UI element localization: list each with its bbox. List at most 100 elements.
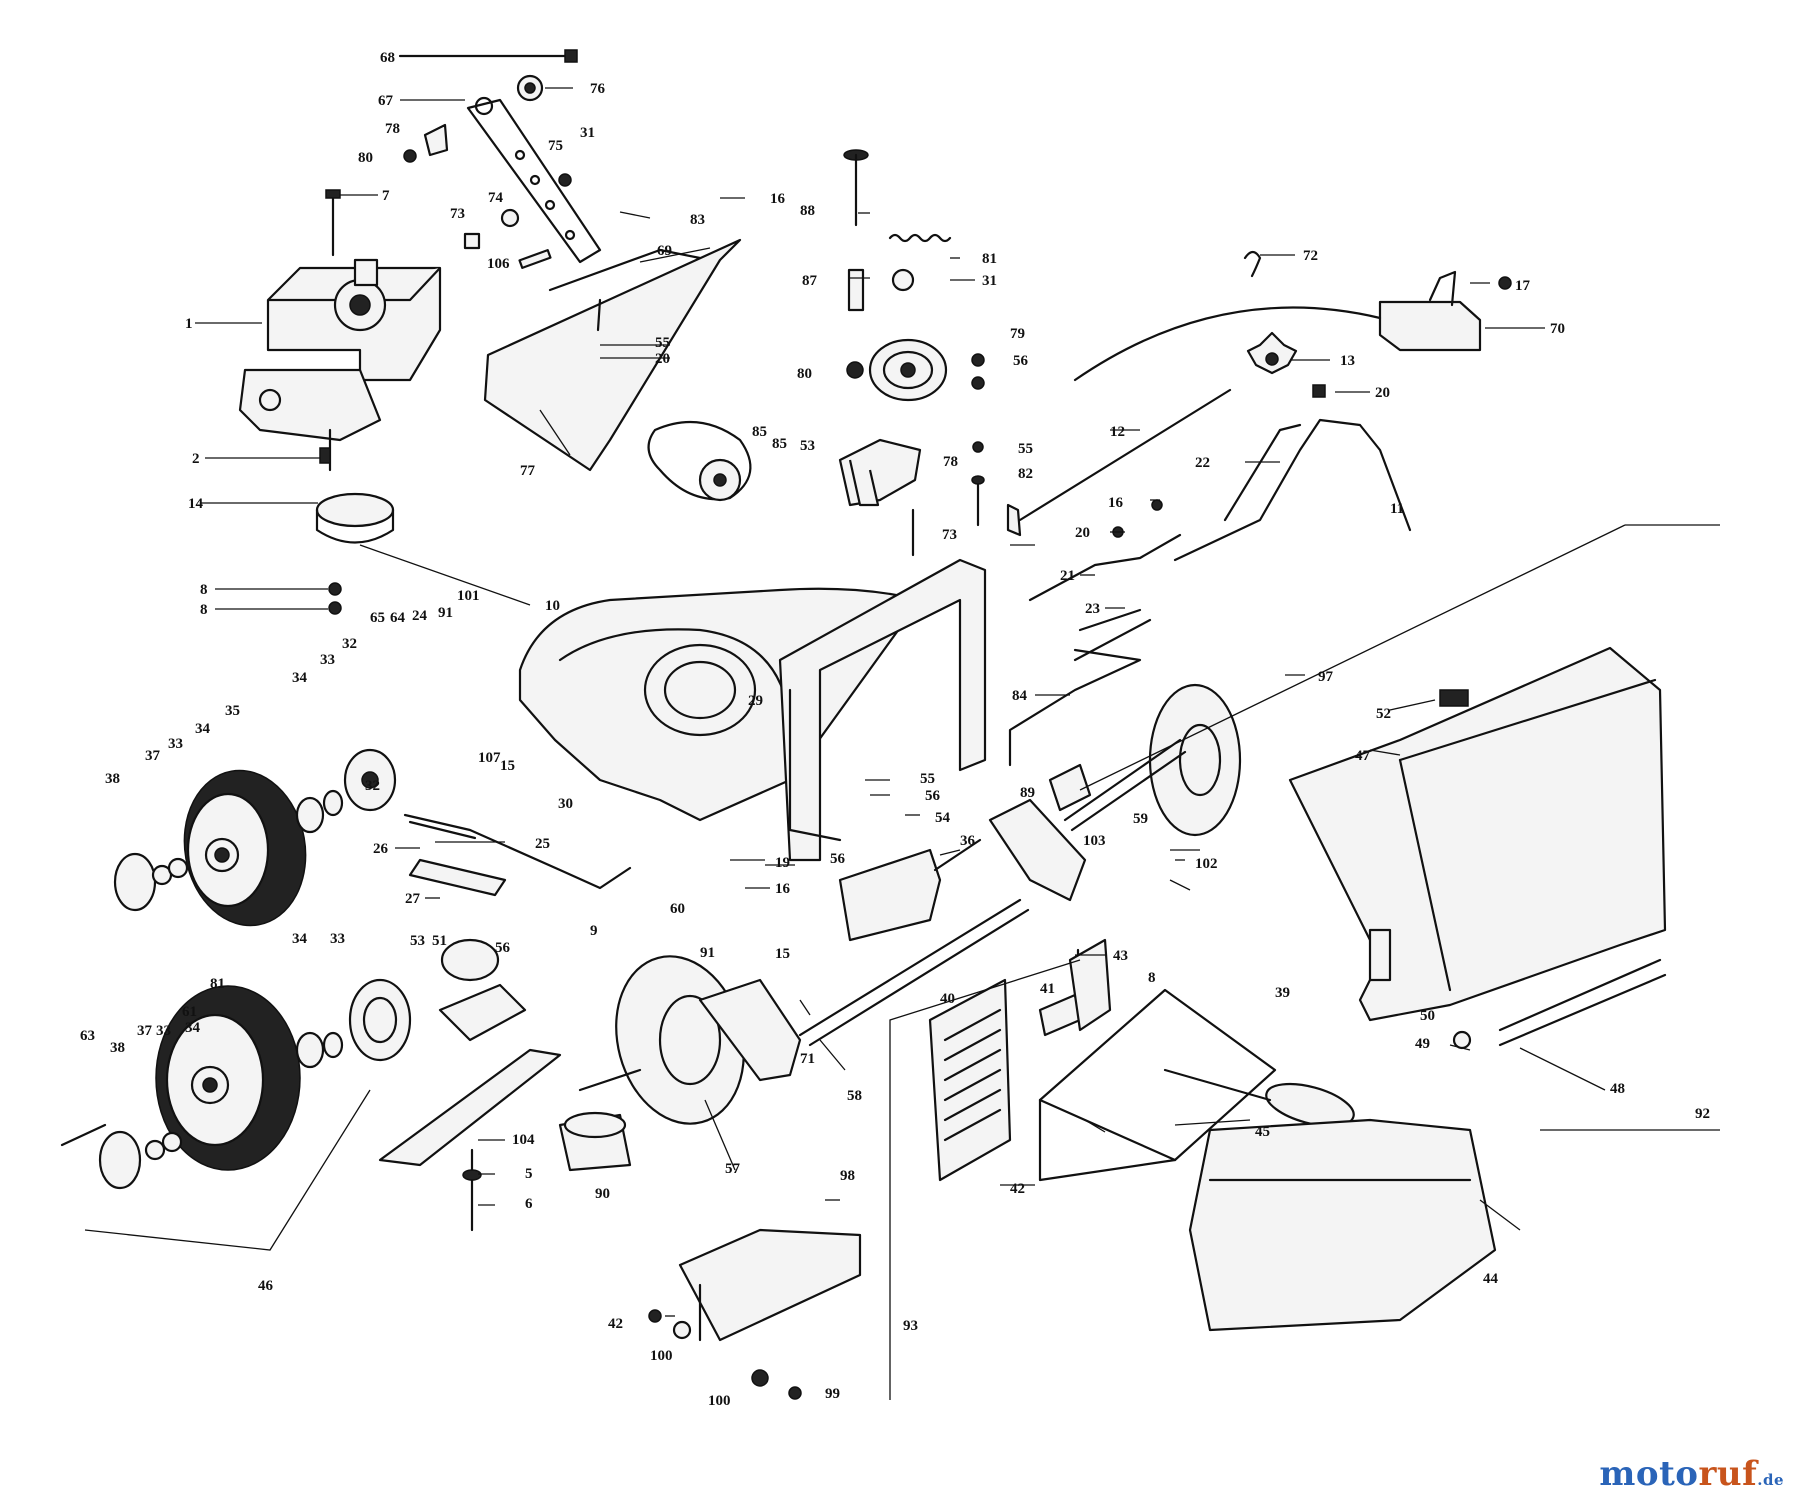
blade [378, 938, 562, 1167]
hubcap-38-top [113, 852, 157, 912]
rod-21 [1028, 533, 1182, 602]
parts-56-55-78 [971, 353, 985, 453]
bolt-88 [843, 149, 869, 227]
callout: 70 [1550, 321, 1565, 337]
bolt-68 [398, 49, 578, 63]
engine [238, 258, 442, 472]
callout: 71 [800, 1051, 815, 1067]
bolt-73 [971, 475, 985, 527]
callout: 38 [110, 1040, 125, 1056]
bracket-60 [698, 978, 802, 1082]
callout: 82 [1018, 466, 1033, 482]
watermark-part-a: moto [1599, 1454, 1699, 1494]
plate-26 [408, 858, 507, 897]
callout: 101 [457, 588, 480, 604]
callout: 8 [200, 602, 208, 618]
catcher-frame-39 [1038, 988, 1277, 1182]
grass-box-47 [1288, 646, 1667, 1022]
callout: 89 [1020, 785, 1035, 801]
callout: 39 [1275, 985, 1290, 1001]
callout: 64 [390, 610, 406, 626]
callout: 73 [450, 206, 465, 222]
axle-plate-36 [988, 798, 1087, 902]
front-wheel-61 [155, 985, 301, 1171]
screw-17 [1498, 276, 1512, 290]
callout: 40 [940, 991, 955, 1007]
callout: 47 [1355, 748, 1371, 764]
callout: 14 [188, 496, 204, 512]
watermark-part-b: ruf [1698, 1454, 1758, 1494]
callout: 20 [655, 351, 670, 367]
callout: 100 [650, 1348, 673, 1364]
callout: 79 [1010, 326, 1025, 342]
watermark-tld: .de [1757, 1471, 1784, 1489]
callout: 58 [847, 1088, 862, 1104]
callout: 69 [657, 243, 672, 259]
callout: 87 [802, 273, 818, 289]
callout: 75 [548, 138, 563, 154]
callout: 85 [772, 436, 787, 452]
callout: 30 [558, 796, 573, 812]
callout: 74 [488, 190, 504, 206]
callout: 34 [292, 931, 308, 947]
callout: 106 [487, 256, 510, 272]
callout: 48 [1610, 1081, 1625, 1097]
callout: 80 [358, 150, 373, 166]
callout: 16 [1108, 495, 1124, 511]
callout: 34 [292, 670, 308, 686]
callout: 49 [1415, 1036, 1430, 1052]
callout: 19 [775, 855, 790, 871]
callout: 55 [920, 771, 935, 787]
gear-62 [348, 978, 412, 1062]
callout: 10 [545, 598, 560, 614]
callout: 81 [982, 251, 997, 267]
front-wheel-35 [183, 769, 307, 927]
hub-34-33-bottom [295, 1031, 344, 1069]
callout: 27 [405, 891, 421, 907]
callout: 65 [370, 610, 385, 626]
callout: 60 [670, 901, 685, 917]
clip-72 [1243, 250, 1262, 278]
callout: 33 [330, 931, 345, 947]
spacer-87 [847, 268, 865, 312]
washer-80 [846, 361, 864, 379]
callout: 93 [903, 1318, 918, 1334]
callout: 97 [1318, 669, 1334, 685]
callout: 78 [943, 454, 958, 470]
callout: 9 [590, 923, 598, 939]
rear-frame [778, 558, 987, 862]
callout: 81 [210, 976, 225, 992]
callout: 32 [342, 636, 357, 652]
spacers-8-9 [328, 582, 342, 615]
handle-bar-12 [1006, 388, 1232, 537]
control-box-70 [1378, 270, 1482, 352]
nut-80 [403, 149, 417, 163]
callout: 59 [1133, 811, 1148, 827]
nut-75 [558, 173, 572, 187]
callout: 54 [935, 810, 951, 826]
callout: 8 [200, 582, 208, 598]
cable [1073, 306, 1382, 382]
frame-plate [1068, 938, 1112, 1032]
callout-numbers: 68 76 67 78 80 75 31 7 73 74 106 69 16 8… [80, 50, 1710, 1409]
hub-34-33-top [295, 789, 344, 834]
callout: 52 [1376, 706, 1391, 722]
callout: 31 [580, 125, 595, 141]
callout: 17 [1515, 278, 1531, 294]
callout: 8 [1148, 970, 1156, 986]
callout: 84 [1012, 688, 1028, 704]
callout: 38 [105, 771, 120, 787]
callout: 31 [982, 273, 997, 289]
callout: 42 [1010, 1181, 1025, 1197]
washer-78 [423, 123, 449, 157]
grass-bag-44 [1188, 1118, 1497, 1332]
callout: 20 [1075, 525, 1090, 541]
nut-31 [891, 268, 915, 292]
callout: 5 [525, 1166, 533, 1182]
washer-74 [500, 208, 520, 228]
bushing-37-33-top [151, 857, 189, 886]
nut-73 [463, 232, 481, 250]
callout: 41 [1040, 981, 1055, 997]
callout: 37 [137, 1023, 153, 1039]
callout: 98 [840, 1168, 855, 1184]
